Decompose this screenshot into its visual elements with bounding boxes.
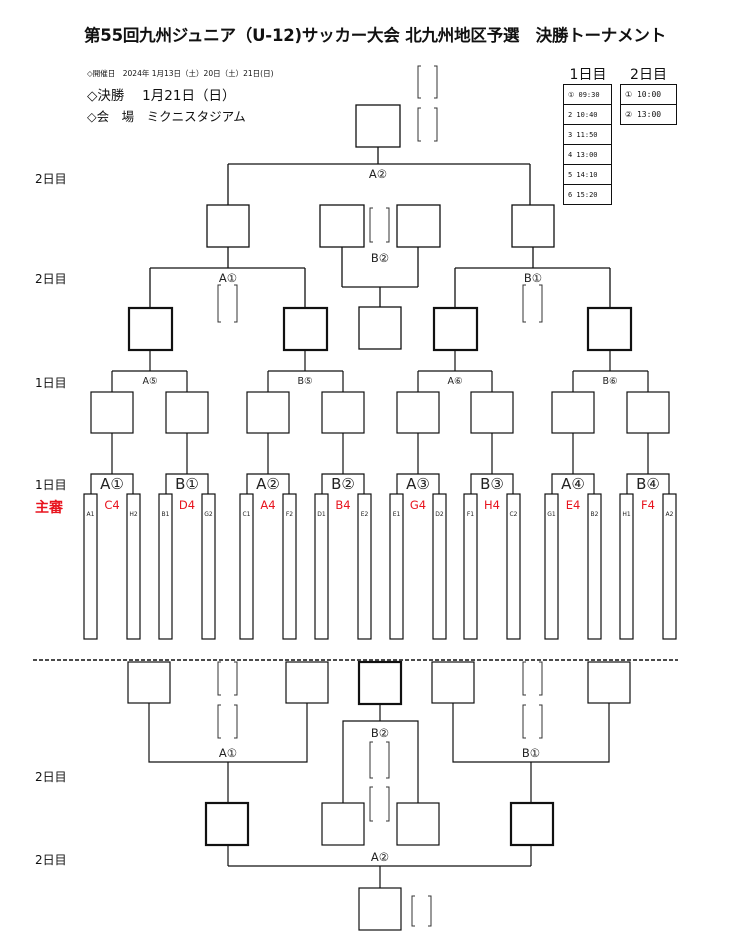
match-label: A① (219, 746, 237, 760)
score-box (626, 391, 670, 434)
score-box (90, 391, 134, 434)
score-box (432, 306, 479, 352)
schedule-dates: ◇開催日 2024年 1月13日（土）20日（土）21日(日) (87, 69, 274, 78)
score-box (206, 204, 250, 248)
team-slot-label: A1 (87, 511, 95, 518)
team-slot-label: C1 (242, 511, 250, 518)
referee-assignment: D4 (179, 498, 195, 512)
page-title: 第55回九州ジュニア（U-12)サッカー大会 北九州地区予選 決勝トーナメント (84, 26, 666, 45)
match-label: B⑥ (602, 376, 617, 387)
score-box (358, 887, 402, 931)
match-label: A② (369, 167, 387, 181)
score-box (204, 801, 250, 847)
team-slot-label: A2 (666, 511, 674, 518)
match-label: B④ (636, 475, 660, 493)
score-box (285, 661, 329, 704)
score-box (396, 391, 440, 434)
venue: ◇会 場 ミクニスタジアム (87, 109, 246, 124)
match-label: B① (522, 746, 540, 760)
match-label: A④ (561, 475, 585, 493)
team-slot-label: D2 (435, 511, 444, 518)
match-label: A⑤ (142, 376, 157, 387)
timetable-day2-slot: ② 13:00 (620, 104, 677, 125)
team-slot-label: B2 (591, 511, 599, 518)
team-slot-label: G1 (547, 511, 556, 518)
match-label: B③ (480, 475, 504, 493)
score-box (357, 660, 403, 706)
day-label-quarterfinal: 2日目 (35, 272, 67, 286)
match-label: A③ (406, 475, 430, 493)
team-slot-label: D1 (317, 511, 326, 518)
day-label-semifinal: 2日目 (35, 172, 67, 186)
score-box (431, 661, 475, 704)
timetable-day1-slot: 3 11:50 (563, 124, 612, 145)
referee-assignment: G4 (410, 498, 426, 512)
match-label: B① (524, 271, 542, 285)
score-box (321, 391, 365, 434)
team-slot-label: G2 (204, 511, 213, 518)
referee-label: 主審 (35, 500, 63, 516)
team-slot-label: B1 (162, 511, 170, 518)
timetable-day1-header: 1日目 (569, 67, 607, 83)
day-label-round2: 1日目 (35, 376, 67, 390)
final-date: ◇決勝 1月21日（日） (87, 88, 236, 104)
score-box (358, 306, 402, 350)
score-box (319, 204, 365, 248)
team-slot-label: C2 (509, 511, 517, 518)
referee-assignment: A4 (260, 498, 275, 512)
team-slot-label: H2 (129, 511, 138, 518)
referee-assignment: C4 (104, 498, 119, 512)
team-slot-label: F2 (286, 511, 293, 518)
score-box (470, 391, 514, 434)
score-box (165, 391, 209, 434)
timetable-day1: ① 09:30 2 10:40 3 11:50 4 13:00 5 14:10 … (563, 84, 612, 205)
score-box (246, 391, 290, 434)
match-label: B⑤ (297, 376, 312, 387)
score-box (586, 306, 633, 352)
referee-assignment: B4 (335, 498, 350, 512)
match-label: A⑥ (447, 376, 462, 387)
score-box (396, 204, 441, 248)
match-label: A① (219, 271, 237, 285)
match-label: B② (331, 475, 355, 493)
match-label: B② (371, 726, 389, 740)
referee-assignment: H4 (484, 498, 500, 512)
team-slot-label: E2 (361, 511, 369, 518)
team-slot-label: F1 (467, 511, 474, 518)
score-box (509, 801, 555, 847)
team-slot-label: E1 (393, 511, 401, 518)
score-box (282, 306, 329, 352)
referee-assignment: F4 (641, 498, 655, 512)
day-label-bottom-semi: 2日目 (35, 770, 67, 784)
match-label: A② (256, 475, 280, 493)
score-box (551, 391, 595, 434)
score-box (355, 104, 401, 148)
timetable-day2: ① 10:00 ② 13:00 (620, 84, 677, 125)
score-box (321, 802, 365, 846)
timetable-day2-header: 2日目 (630, 67, 667, 83)
match-label: B② (371, 251, 389, 265)
team-slot-label: H1 (622, 511, 631, 518)
referee-assignment: E4 (566, 498, 581, 512)
score-box (127, 661, 171, 704)
day-label-bottom-final: 2日目 (35, 853, 67, 867)
score-box (396, 802, 440, 846)
timetable-day1-slot: 6 15:20 (563, 184, 612, 205)
day-label-round1: 1日目 (35, 478, 67, 492)
match-label: A② (371, 850, 389, 864)
score-box (587, 661, 631, 704)
match-label: A① (100, 475, 124, 493)
score-box (511, 204, 555, 248)
match-label: B① (175, 475, 199, 493)
score-box (127, 306, 174, 352)
